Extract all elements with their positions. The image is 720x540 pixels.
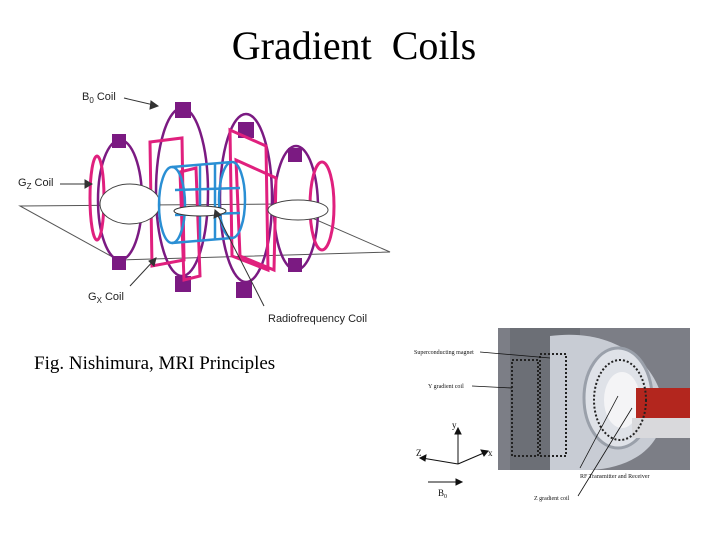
mri-scanner-photo: Superconducting magnet Y gradient coil R… — [414, 328, 690, 502]
dotted-ring — [593, 359, 647, 441]
superconducting-magnet-label: Superconducting magnet — [414, 350, 474, 356]
photo-pointers — [471, 351, 633, 497]
table-base — [632, 418, 690, 438]
z-axis-label: Z — [416, 448, 422, 458]
figure-caption: Fig. Nishimura, MRI Principles — [34, 353, 276, 374]
b0-axis-label: B0 — [438, 488, 447, 500]
patient-body — [99, 183, 161, 225]
label-arrows — [60, 97, 265, 307]
b0-coil-blocks — [112, 102, 302, 298]
rf-coil-label: Radiofrequency Coil — [268, 313, 367, 325]
z-gradient-coil-label: Z gradient coil — [534, 496, 570, 502]
coordinate-axes — [418, 426, 489, 486]
y-axis-label: y — [452, 420, 457, 430]
page-title: Gradient Coils — [231, 23, 477, 68]
gz-coil-label: GZ Coil — [18, 177, 53, 191]
dotted-box-front — [511, 359, 539, 457]
gradient-coil-diagram: B0 Coil GZ Coil GX Coil Radiofrequency C… — [18, 91, 391, 325]
y-gradient-coil-label: Y gradient coil — [428, 384, 464, 390]
patient-legs — [267, 199, 329, 221]
dotted-box-back — [539, 353, 567, 457]
gx-coil-label: GX Coil — [88, 291, 124, 305]
rf-transmitter-label: RF Transmitter and Receiver — [580, 474, 650, 480]
scanner-bore — [604, 372, 640, 428]
horizontal-plane — [18, 203, 391, 261]
x-axis-label: x — [488, 448, 493, 458]
b0-coil-label: B0 Coil — [82, 91, 116, 105]
center-disk — [173, 205, 227, 217]
rf-coil-cylinder — [157, 160, 247, 245]
